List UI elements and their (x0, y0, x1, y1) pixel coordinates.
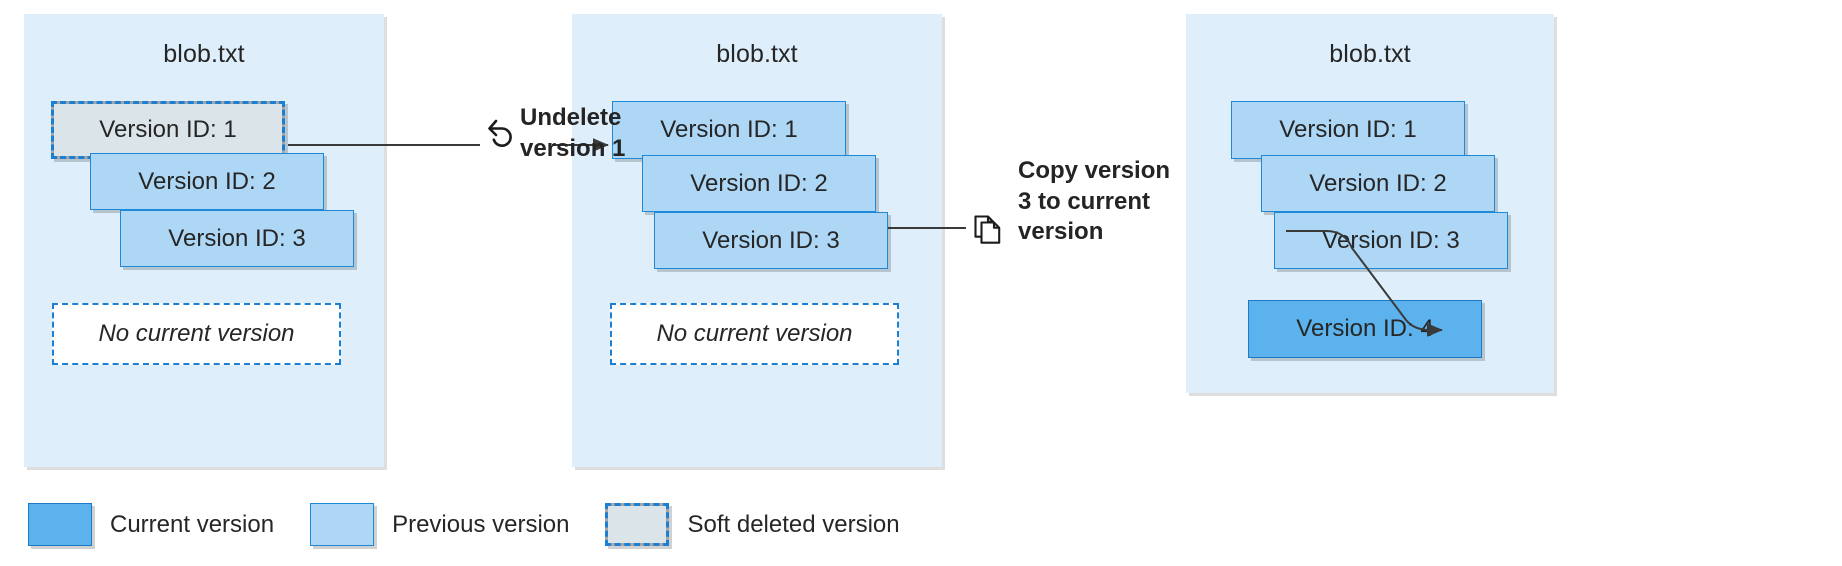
version-box-previous[interactable]: Version ID: 3 (120, 210, 354, 267)
panel-undeleted: blob.txt Version ID: 1 Version ID: 2 Ver… (572, 14, 942, 467)
legend-swatch-current (28, 503, 92, 546)
undo-arrow-icon (488, 119, 512, 147)
version-box-previous[interactable]: Version ID: 3 (1274, 212, 1508, 269)
version-box-label: Version ID: 4 (1296, 315, 1434, 342)
version-box-label: Version ID: 2 (690, 169, 828, 197)
legend-label-previous: Previous version (392, 510, 570, 538)
legend: Current version Previous version Soft de… (28, 503, 936, 546)
legend-item-current: Current version (28, 503, 274, 546)
version-box-soft-deleted[interactable]: Version ID: 1 (51, 101, 285, 159)
version-box-label: Version ID: 3 (168, 224, 306, 252)
version-box-previous[interactable]: Version ID: 1 (612, 101, 846, 159)
legend-swatch-previous (310, 503, 375, 546)
version-box-label: Version ID: 2 (1309, 169, 1447, 197)
legend-swatch-deleted (605, 503, 670, 546)
version-box-label: Version ID: 2 (138, 167, 276, 195)
panel-copied: blob.txt Version ID: 1 Version ID: 2 Ver… (1186, 14, 1554, 393)
annotation-copy: Copy version 3 to current version (1018, 157, 1171, 246)
blob-name-label: blob.txt (716, 40, 798, 68)
version-box-label: Version ID: 3 (702, 226, 840, 254)
version-box-previous[interactable]: Version ID: 2 (642, 155, 876, 212)
no-current-version-slot: No current version (610, 303, 899, 365)
version-box-label: Version ID: 1 (99, 116, 237, 143)
version-box-previous[interactable]: Version ID: 2 (1261, 155, 1495, 212)
version-box-label: Version ID: 1 (660, 116, 798, 143)
panel-before: blob.txt Version ID: 1 Version ID: 2 Ver… (24, 14, 384, 467)
legend-item-previous: Previous version (310, 503, 569, 546)
blob-name-label: blob.txt (1329, 40, 1411, 68)
version-box-label: Version ID: 1 (1279, 116, 1417, 143)
legend-label-deleted: Soft deleted version (687, 510, 900, 538)
no-current-version-label: No current version (98, 320, 295, 347)
version-box-previous[interactable]: Version ID: 3 (654, 212, 888, 269)
version-box-label: Version ID: 3 (1322, 226, 1460, 254)
no-current-version-slot: No current version (52, 303, 341, 365)
legend-label-current: Current version (110, 510, 275, 538)
annotation-undelete: Undelete version 1 (520, 104, 626, 162)
version-box-current[interactable]: Version ID: 4 (1248, 300, 1482, 358)
version-box-previous[interactable]: Version ID: 1 (1231, 101, 1465, 159)
version-box-previous[interactable]: Version ID: 2 (90, 153, 324, 210)
copy-pages-icon (974, 215, 1001, 244)
blob-name-label: blob.txt (163, 40, 245, 68)
legend-item-deleted: Soft deleted version (605, 503, 900, 546)
no-current-version-label: No current version (656, 320, 853, 347)
